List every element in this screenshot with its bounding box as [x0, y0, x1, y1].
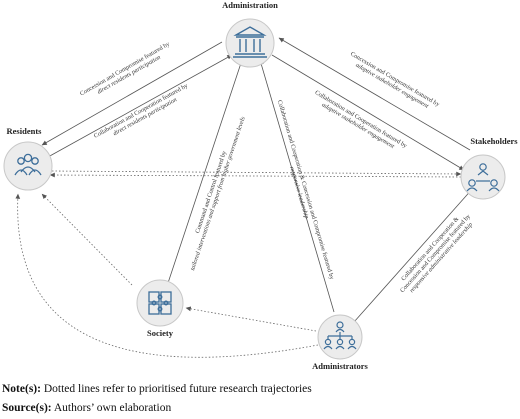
edge-admin-to-stakeholders — [271, 54, 465, 171]
node-label-stakeholders: Stakeholders — [470, 136, 518, 146]
edge-label-administrators-to-admin: Collaboration and Cooperation & Concessi… — [269, 99, 336, 283]
edge-label-line: adaptive stakeholder engagement — [354, 62, 430, 110]
dotted-edge-administrators-to-residents — [15, 193, 319, 358]
figure-notes: Note(s): Dotted lines refer to prioritis… — [2, 380, 312, 418]
edge-admin-to-residents — [41, 41, 223, 146]
source-text: Authors’ own elaboration — [53, 402, 172, 414]
edge-residents-to-admin — [47, 54, 233, 158]
edge-label-line: Concession and Compromise featured by — [79, 40, 172, 97]
node-label-administrators: Administrators — [312, 361, 368, 371]
puzzle-icon — [148, 291, 172, 315]
node-label-society: Society — [147, 328, 174, 338]
edge-label-line: Collaboration and Cooperation & Concessi… — [276, 99, 336, 281]
edge-stakeholders-to-admin — [278, 37, 471, 151]
note-line: Note(s): Dotted lines refer to prioritis… — [2, 380, 312, 399]
note-label: Note(s): — [2, 383, 41, 395]
node-residents: Residents — [3, 126, 53, 191]
edge-label-society-to-admin: Command and Control featured by tailored… — [182, 113, 246, 271]
government-building-icon — [233, 26, 267, 58]
edge-label-admin-to-stakeholders: Collaboration and Cooperation featured b… — [310, 89, 410, 156]
dotted-edge-administrators-to-society — [185, 306, 317, 332]
edge-label-residents-to-admin: Collaboration and Cooperation featured b… — [93, 81, 194, 145]
source-label: Source(s): — [2, 402, 52, 414]
node-stakeholders: Stakeholders — [460, 136, 518, 200]
dotted-edge-residents-to-stakeholders — [51, 170, 462, 177]
node-society: Society — [136, 279, 184, 338]
node-administration: Administration — [222, 0, 278, 68]
edge-administrators-to-stakeholders — [353, 186, 475, 323]
edge-label-line: Collaboration and Cooperation featured b… — [314, 89, 409, 150]
edge-label-line: Concession and Compromise featured by — [349, 50, 441, 108]
source-line: Source(s): Authors’ own elaboration — [2, 399, 312, 418]
note-text: Dotted lines refer to prioritised future… — [43, 383, 312, 395]
node-administrators: Administrators — [312, 314, 369, 371]
edge-label-line: adaptive stakeholder engagement — [320, 101, 395, 150]
people-group-icon — [14, 153, 42, 176]
org-chart-icon — [323, 321, 357, 350]
edge-society-to-admin — [167, 59, 243, 284]
edge-label-administrators-to-stakeholders: Collaboration and Cooperation & Concessi… — [394, 207, 479, 298]
edge-administrators-to-admin — [259, 59, 335, 313]
dotted-edge-stakeholders-to-residents — [49, 172, 462, 178]
edge-label-line: Concession and Compromise featured by — [399, 212, 473, 294]
stakeholders-network-icon — [466, 163, 500, 192]
node-label-residents: Residents — [7, 126, 43, 136]
node-label-administration: Administration — [222, 0, 278, 10]
dotted-edge-society-to-residents — [41, 193, 133, 286]
